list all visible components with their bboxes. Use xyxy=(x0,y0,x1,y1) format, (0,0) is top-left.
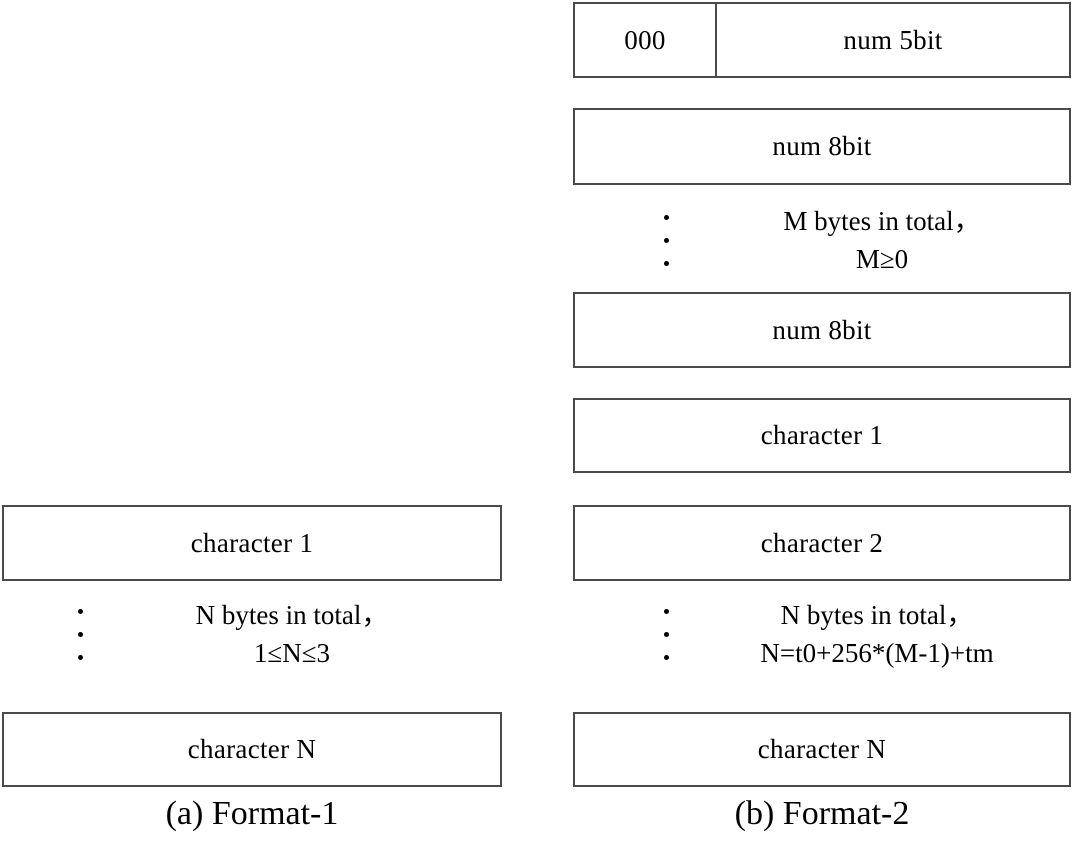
format2-character-1-box: character 1 xyxy=(573,398,1071,473)
format2-character-last-box: character N xyxy=(573,712,1071,787)
format2-length-continuation: M bytes in total， M≥0 xyxy=(573,195,1071,285)
ellipsis-dot xyxy=(77,608,83,614)
format2-caption: (b) Format-2 xyxy=(734,795,910,832)
format2-payload-continuation-line-1: N bytes in total， xyxy=(780,599,974,630)
format1-character-last-box: character N xyxy=(2,712,502,787)
format2-length-continuation-line-1: M bytes in total， xyxy=(783,205,981,236)
format-1-column: character 1 N bytes in total， 1≤N≤3 char… xyxy=(2,0,502,844)
ellipsis-dot xyxy=(663,608,669,614)
format2-character-2-box: character 2 xyxy=(573,505,1071,581)
format1-continuation: N bytes in total， 1≤N≤3 xyxy=(2,592,502,676)
ellipsis-dot xyxy=(77,654,83,660)
ellipsis-dot xyxy=(663,654,669,660)
format2-length-continuation-text: M bytes in total， M≥0 xyxy=(573,195,1076,285)
ellipsis-dot xyxy=(663,237,669,243)
ellipsis-dot xyxy=(77,631,83,637)
ellipsis-dot xyxy=(663,214,669,220)
format2-num8bit-last-label: num 8bit xyxy=(772,314,872,345)
vertical-ellipsis-icon xyxy=(72,592,88,676)
format-2-column: 000 num 5bit num 8bit M bytes in total， … xyxy=(573,0,1071,844)
format2-character-last-label: character N xyxy=(757,734,887,764)
ellipsis-dot xyxy=(663,260,669,266)
format2-payload-continuation: N bytes in total， N=t0+256*(M-1)+tm xyxy=(573,592,1071,676)
format1-continuation-text: N bytes in total， 1≤N≤3 xyxy=(2,592,542,676)
format2-character-1-label: character 1 xyxy=(760,420,884,450)
format2-count-field-label: num 5bit xyxy=(843,24,943,55)
format2-length-continuation-line-2: M≥0 xyxy=(855,244,909,274)
format1-character-last-label: character N xyxy=(187,734,317,764)
vertical-ellipsis-icon xyxy=(658,592,674,676)
format2-prefix-bits-cell: 000 xyxy=(575,4,717,76)
format2-num8bit-last-box: num 8bit xyxy=(573,292,1071,368)
format2-prefix-bits-label: 000 xyxy=(624,24,666,55)
format2-num8bit-first-label: num 8bit xyxy=(772,131,872,161)
format2-payload-continuation-line-2: N=t0+256*(M-1)+tm xyxy=(760,638,994,668)
format1-character-first-box: character 1 xyxy=(2,505,502,581)
format1-continuation-line-1: N bytes in total， xyxy=(195,599,389,630)
vertical-ellipsis-icon xyxy=(658,195,674,285)
format2-header-row: 000 num 5bit xyxy=(573,2,1071,78)
ellipsis-dot xyxy=(663,631,669,637)
format2-num8bit-first-box: num 8bit xyxy=(573,108,1071,185)
format2-character-2-label: character 2 xyxy=(760,527,884,558)
format2-count-field-cell: num 5bit xyxy=(717,4,1069,76)
format1-continuation-line-2: 1≤N≤3 xyxy=(253,638,331,668)
format2-payload-continuation-text: N bytes in total， N=t0+256*(M-1)+tm xyxy=(573,592,1076,676)
format1-character-first-label: character 1 xyxy=(190,527,314,558)
format1-caption: (a) Format-1 xyxy=(165,795,339,832)
